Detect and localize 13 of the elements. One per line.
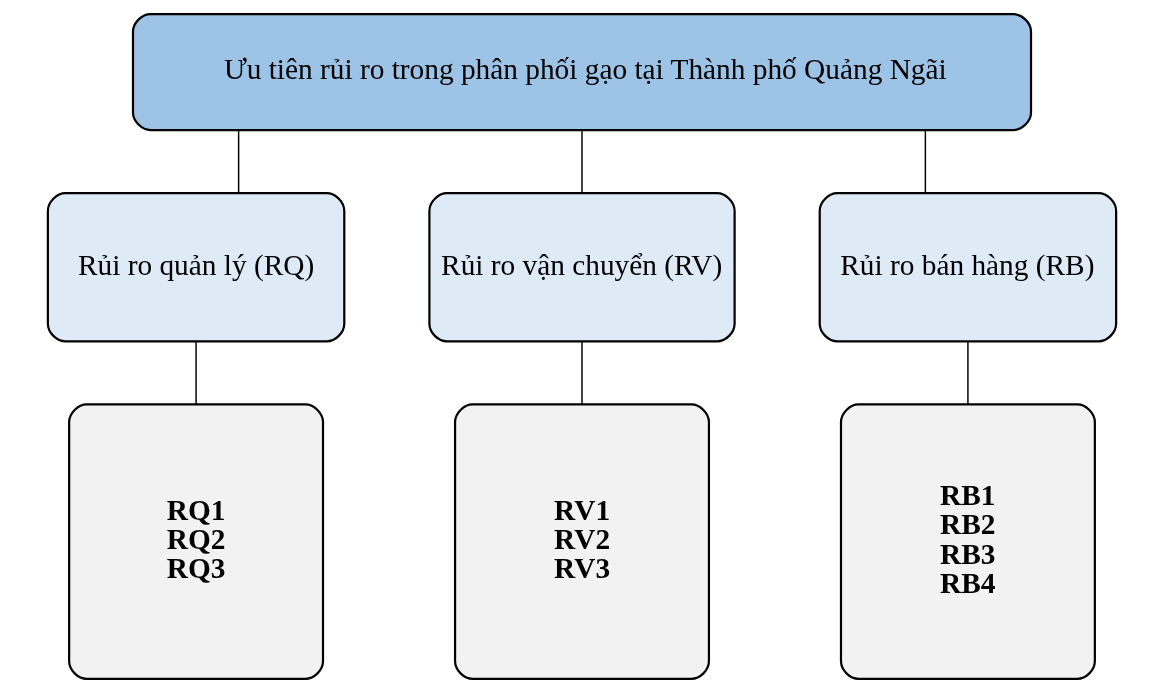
connector xyxy=(581,129,583,194)
connector xyxy=(237,129,240,194)
node-box: Ưu tiên rủi ro trong phân phối gạo tại Thành phố Quảng Ngãi xyxy=(131,13,1033,132)
node-box: Rủi ro vận chuyển (RV) xyxy=(428,192,736,343)
connector xyxy=(195,340,197,406)
node-box: RQ1 RQ2 RQ3 xyxy=(68,403,325,680)
connector xyxy=(924,129,927,194)
node-box: RB1 RB2 RB3 RB4 xyxy=(839,403,1096,680)
node-box: RV1 RV2 RV3 xyxy=(453,403,711,680)
connector xyxy=(581,340,583,406)
connector xyxy=(967,340,969,406)
node-box: Rủi ro quản lý (RQ) xyxy=(46,192,346,343)
node-box: Rủi ro bán hàng (RB) xyxy=(818,192,1118,343)
